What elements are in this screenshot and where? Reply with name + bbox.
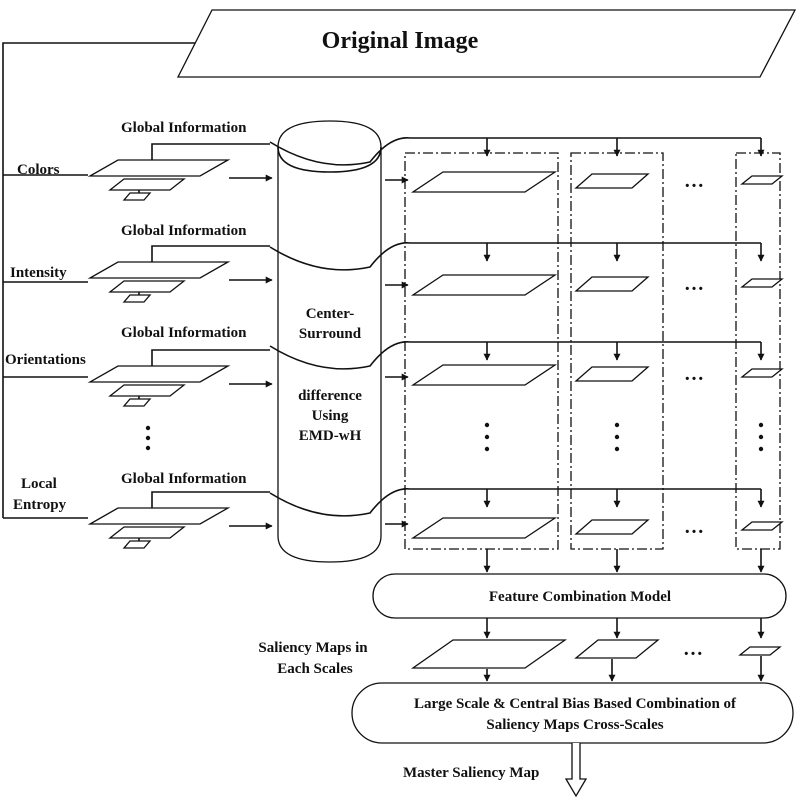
saliency-map-scale-3 (738, 646, 782, 656)
scale-group-box (735, 152, 781, 550)
global-info-bracket (151, 349, 270, 366)
vertical-ellipsis-dots (758, 446, 764, 452)
center-surround-line1: Center- (306, 306, 355, 322)
global-info-bracket (151, 491, 270, 508)
pyramid-level-large (87, 261, 231, 279)
vertical-ellipsis-dots (614, 422, 620, 428)
feature-map-scale-1 (410, 171, 558, 193)
pyramid-level-small (122, 398, 152, 407)
global-info-label: Global Information (121, 223, 247, 239)
pyramid-level-large (87, 507, 231, 525)
horizontal-ellipsis: … (684, 170, 704, 192)
global-info-curve (269, 137, 411, 166)
global-info-label: Global Information (121, 471, 247, 487)
vertical-ellipsis-dots (484, 446, 490, 452)
feature-combination-box (372, 573, 787, 619)
feature-map-scale-1 (410, 517, 558, 539)
master-output-arrow (564, 743, 588, 798)
dynamic-layer: … … … … … (3, 137, 784, 682)
feature-map-scale-2 (574, 173, 650, 189)
center-surround-cylinder (277, 120, 382, 563)
vertical-ellipsis-dots (758, 422, 764, 428)
feature-label-local: Local (21, 476, 57, 492)
pyramid-level-small (122, 192, 152, 201)
cross-scale-combination-box (351, 682, 794, 744)
feature-label-orientations: Orientations (5, 352, 86, 368)
feature-label-intensity: Intensity (10, 265, 67, 281)
pyramid-level-large (87, 365, 231, 383)
scale-group-box (404, 152, 559, 550)
trunk-line (2, 42, 195, 518)
vertical-ellipsis-dots (614, 434, 620, 440)
pyramid-level-small (122, 540, 152, 549)
pyramid-level-medium (108, 280, 186, 293)
saliency-map-scale-2 (574, 639, 660, 659)
scale-group-box (570, 152, 664, 550)
vertical-ellipsis-dots (614, 446, 620, 452)
feature-map-scale-1 (410, 274, 558, 296)
pyramid-level-large (87, 159, 231, 177)
feature-map-scale-2 (574, 519, 650, 535)
vertical-ellipsis-dots (484, 434, 490, 440)
pyramid-level-medium (108, 526, 186, 539)
feature-combination-label: Feature Combination Model (489, 589, 671, 605)
pyramid-level-small (122, 294, 152, 303)
saliency-each-line2: Each Scales (277, 661, 353, 677)
global-info-bracket (151, 143, 270, 160)
saliency-each-line1: Saliency Maps in (258, 640, 368, 656)
feature-map-scale-2 (574, 366, 650, 382)
saliency-map-scale-1 (410, 639, 568, 669)
global-info-label: Global Information (121, 325, 247, 341)
vertical-ellipsis-dots (145, 425, 151, 431)
feature-map-scale-2 (574, 276, 650, 292)
center-surround-line2: Surround (299, 326, 362, 342)
global-info-curve (269, 488, 411, 517)
pyramid-level-medium (108, 178, 186, 191)
original-image-box (176, 9, 797, 78)
center-surround-line3: difference (298, 388, 362, 404)
horizontal-ellipsis: … (684, 363, 704, 385)
pyramid-level-medium (108, 384, 186, 397)
vertical-ellipsis-dots (484, 422, 490, 428)
cross-scale-line2: Saliency Maps Cross-Scales (486, 717, 663, 733)
center-surround-line4: Using (312, 408, 349, 424)
horizontal-ellipsis: … (683, 638, 703, 660)
global-info-bracket (151, 245, 270, 262)
vertical-ellipsis-dots (758, 434, 764, 440)
feature-map-scale-3 (740, 368, 784, 378)
vertical-ellipsis-dots (145, 435, 151, 441)
global-info-label: Global Information (121, 120, 247, 136)
cylinder-top-rim (277, 146, 382, 173)
feature-map-scale-3 (740, 521, 784, 531)
feature-label-entropy: Entropy (13, 497, 67, 513)
feature-map-scale-3 (740, 278, 784, 288)
feature-label-colors: Colors (17, 162, 60, 178)
horizontal-ellipsis: … (684, 273, 704, 295)
feature-map-scale-1 (410, 364, 558, 386)
vertical-ellipsis-dots (145, 445, 151, 451)
feature-map-scale-3 (740, 175, 784, 185)
center-surround-line5: EMD-wH (299, 428, 362, 444)
original-image-title: Original Image (322, 28, 479, 54)
cross-scale-line1: Large Scale & Central Bias Based Combina… (414, 696, 737, 712)
global-info-curve (269, 341, 411, 370)
global-info-curve (269, 242, 411, 271)
master-saliency-label: Master Saliency Map (403, 765, 539, 781)
horizontal-ellipsis: … (684, 516, 704, 538)
